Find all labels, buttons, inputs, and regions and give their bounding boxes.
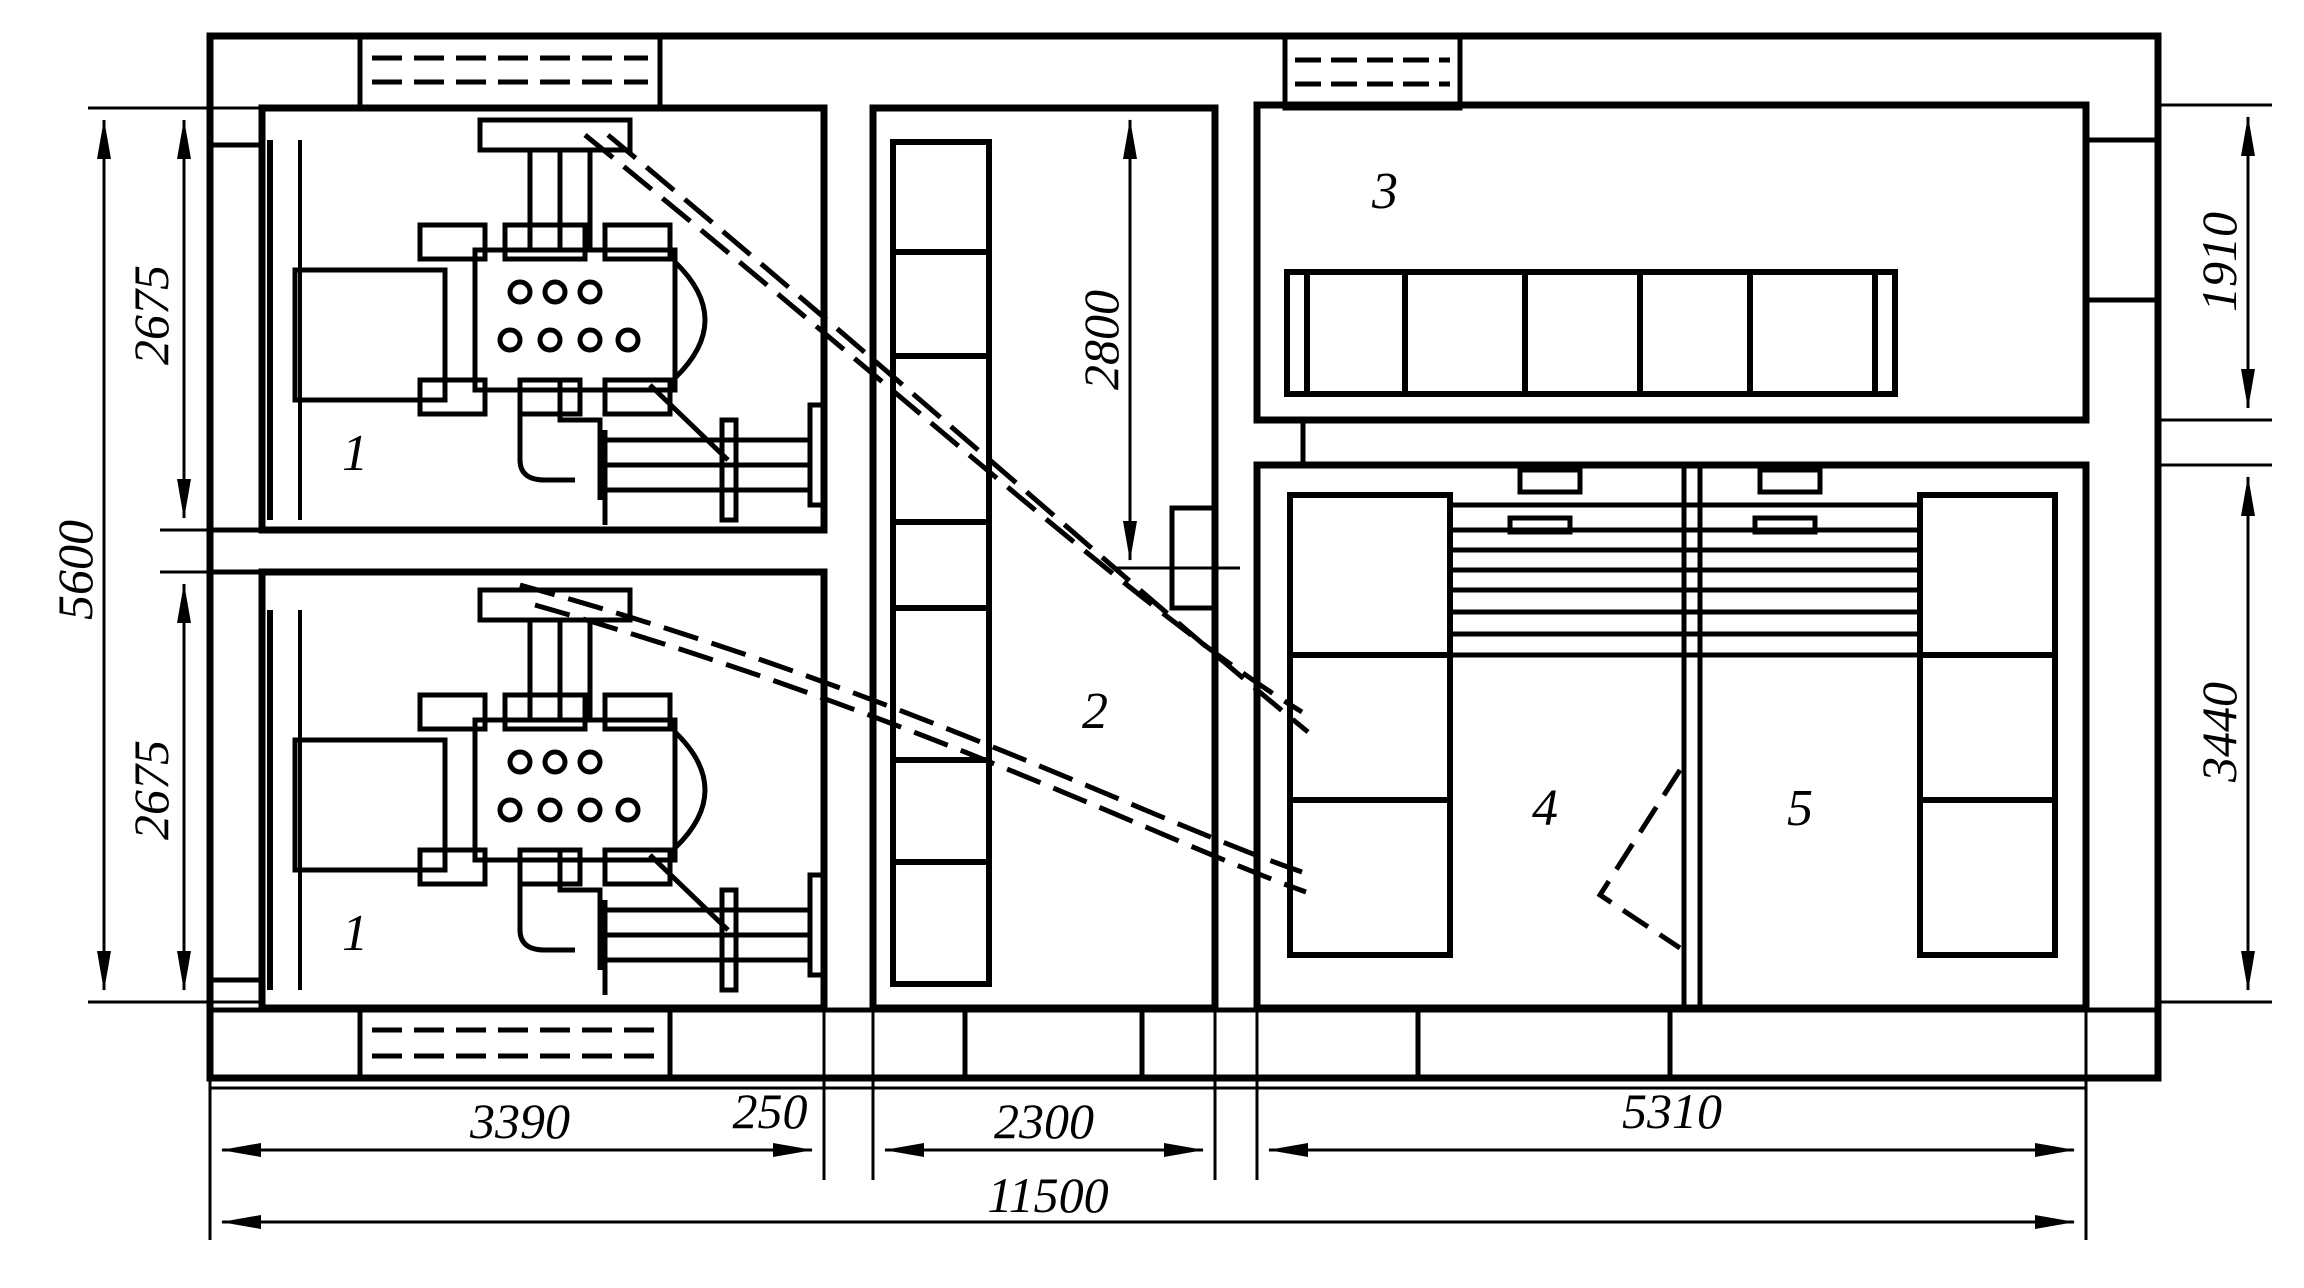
- room-label-5: 5: [1787, 780, 1813, 837]
- left-wall-stubs: [210, 142, 262, 983]
- drive-rod: [648, 853, 730, 932]
- room-4-5-cabinets: [1287, 492, 2058, 958]
- room-3: [1253, 101, 2090, 424]
- engine-room-bottom: [258, 568, 828, 1012]
- cylinder-head: [542, 749, 568, 775]
- building-outline: [206, 32, 2162, 1082]
- cylinder-head: [577, 279, 603, 305]
- aux-box: [417, 692, 488, 732]
- cylinder-head: [537, 797, 563, 823]
- cylinder-head: [615, 797, 641, 823]
- engine-end-cap: [673, 260, 708, 380]
- cylinder-head: [577, 797, 603, 823]
- aux-box: [517, 377, 583, 417]
- cylinder-head: [577, 749, 603, 775]
- aux-box: [417, 377, 488, 417]
- dim-2675-top: 2675: [123, 265, 179, 365]
- cooling-pipe: [557, 850, 603, 970]
- cooling-pipe: [557, 380, 603, 500]
- dimension-lines: [88, 103, 2272, 1240]
- dim-5600: 5600: [47, 520, 103, 620]
- engine-block: [472, 247, 678, 393]
- rooms-4-5: [1253, 461, 2090, 1012]
- flange: [719, 417, 739, 523]
- dim-2800: 2800: [1073, 290, 1129, 390]
- cylinder-head: [542, 279, 568, 305]
- dim-11500: 11500: [987, 1167, 1108, 1223]
- drive-rod: [648, 383, 730, 462]
- dim-2300: 2300: [994, 1093, 1094, 1149]
- exhaust-header: [477, 587, 633, 623]
- cylinder-head: [507, 749, 533, 775]
- cylinder-head: [615, 327, 641, 353]
- cooling-pipe: [517, 395, 575, 483]
- room-3-cabinets: [1284, 269, 1898, 397]
- right-bottom-blocks: [1415, 1008, 1673, 1078]
- dim-5310: 5310: [1622, 1083, 1722, 1139]
- aux-box: [602, 222, 673, 262]
- flange: [807, 402, 827, 508]
- diesel-generator-set-bottom: [267, 587, 827, 995]
- room-label-1-top: 1: [342, 425, 368, 482]
- partition-4-5: [1681, 465, 1703, 1008]
- generator-body: [292, 737, 448, 873]
- aux-box: [417, 222, 488, 262]
- cable-routes: [519, 133, 1310, 895]
- switchboard-panels: [890, 139, 992, 987]
- cylinder-head: [537, 327, 563, 353]
- corridor-door: [1169, 505, 1218, 611]
- dim-3440: 3440: [2191, 682, 2247, 783]
- cylinder-head: [497, 797, 523, 823]
- dim-2675-bottom: 2675: [123, 740, 179, 840]
- cylinder-head: [507, 279, 533, 305]
- aux-box: [417, 847, 488, 887]
- exhaust-header: [477, 117, 633, 153]
- aux-box: [602, 847, 673, 887]
- room-label-3: 3: [1371, 163, 1398, 220]
- partition-door-swing: [1596, 768, 1683, 951]
- engine-end-cap: [673, 730, 708, 850]
- room-3-right-wall: [2086, 137, 2158, 303]
- room-label-1-bottom: 1: [342, 905, 368, 962]
- generator-body: [292, 267, 448, 403]
- aux-box: [602, 377, 673, 417]
- room-label-4: 4: [1532, 780, 1558, 837]
- corridor-room: [869, 104, 1219, 1012]
- aux-box: [502, 222, 588, 262]
- diesel-generator-set-top: [267, 117, 827, 525]
- corridor-bottom-blocks: [962, 1008, 1145, 1078]
- wall-openings: [357, 33, 1463, 1081]
- cooling-pipe: [517, 865, 575, 953]
- cylinder-head: [497, 327, 523, 353]
- aux-box: [602, 692, 673, 732]
- room-label-2: 2: [1082, 683, 1108, 740]
- cylinder-head: [577, 327, 603, 353]
- aux-box: [502, 692, 588, 732]
- dim-1910: 1910: [2191, 212, 2247, 312]
- engine-block: [472, 717, 678, 863]
- dim-3390: 3390: [469, 1093, 570, 1149]
- aux-box: [517, 847, 583, 887]
- flange: [807, 872, 827, 978]
- flange: [719, 887, 739, 993]
- dim-250: 250: [733, 1083, 808, 1139]
